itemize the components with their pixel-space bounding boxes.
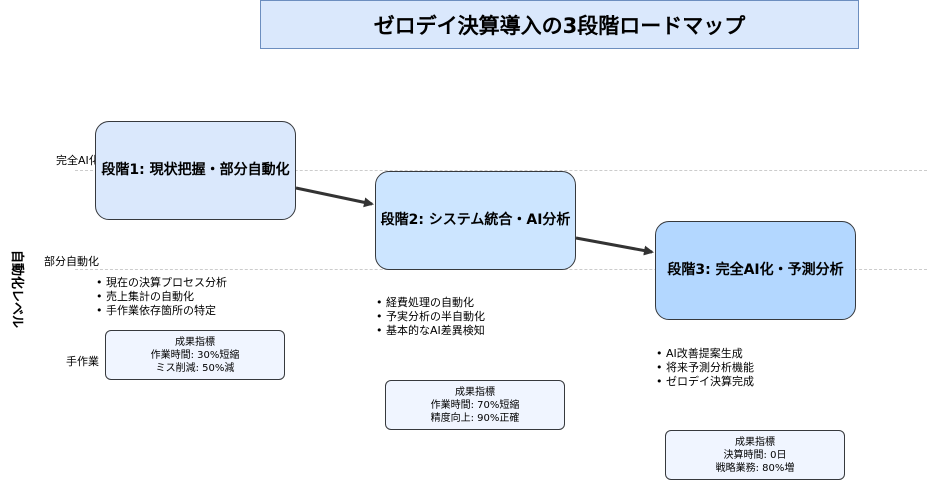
metrics-title: 成果指標: [455, 386, 495, 398]
bullet-item: AI改善提案生成: [656, 347, 754, 361]
stage-2-label: 段階2: システム統合・AI分析: [380, 212, 571, 229]
level-manual: 手作業: [66, 355, 99, 368]
stage-2-bullets: 経費処理の自動化 予実分析の半自動化 基本的なAI差異検知: [376, 296, 485, 338]
bullet-item: 手作業依存箇所の特定: [96, 304, 227, 318]
stage-3-bullets: AI改善提案生成 将来予測分析機能 ゼロデイ決算完成: [656, 347, 754, 389]
bullet-item: 経費処理の自動化: [376, 296, 485, 310]
bullet-item: 基本的なAI差異検知: [376, 324, 485, 338]
stage-3-label: 段階3: 完全AI化・予測分析: [667, 262, 844, 279]
full-ai-gridline: [75, 170, 927, 171]
bullet-item: 売上集計の自動化: [96, 290, 227, 304]
bullet-item: 将来予測分析機能: [656, 361, 754, 375]
level-partial-automation: 部分自動化: [44, 255, 99, 268]
stage-3-metrics-box: 成果指標 決算時間: 0日 戦略業務: 80%増: [665, 430, 845, 480]
metric-item: 作業時間: 30%短縮: [150, 349, 240, 361]
metric-item: 精度向上: 90%正確: [430, 412, 520, 424]
bullet-item: ゼロデイ決算完成: [656, 375, 754, 389]
stage-2-metrics-box: 成果指標 作業時間: 70%短縮 精度向上: 90%正確: [385, 380, 565, 430]
metrics-title: 成果指標: [735, 436, 775, 448]
metric-item: 戦略業務: 80%増: [715, 462, 795, 474]
stage-1-box: 段階1: 現状把握・部分自動化: [95, 121, 296, 220]
metric-item: 決算時間: 0日: [723, 449, 787, 461]
arrow-stage1-to-stage2: [295, 186, 374, 208]
bullet-item: 現在の決算プロセス分析: [96, 276, 227, 290]
metrics-title: 成果指標: [175, 336, 215, 348]
stage-1-bullets: 現在の決算プロセス分析 売上集計の自動化 手作業依存箇所の特定: [96, 276, 227, 318]
stage-1-metrics-box: 成果指標 作業時間: 30%短縮 ミス削減: 50%減: [105, 330, 285, 380]
arrow-stage2-to-stage3: [575, 236, 654, 256]
stage-2-box: 段階2: システム統合・AI分析: [375, 171, 576, 270]
stage-1-label: 段階1: 現状把握・部分自動化: [101, 162, 290, 179]
metric-item: 作業時間: 70%短縮: [430, 399, 520, 411]
level-full-ai: 完全AI化: [56, 154, 100, 167]
stage-3-box: 段階3: 完全AI化・予測分析: [655, 221, 856, 320]
bullet-item: 予実分析の半自動化: [376, 310, 485, 324]
diagram-title: ゼロデイ決算導入の3段階ロードマップ: [260, 0, 859, 49]
metric-item: ミス削減: 50%減: [155, 362, 235, 374]
